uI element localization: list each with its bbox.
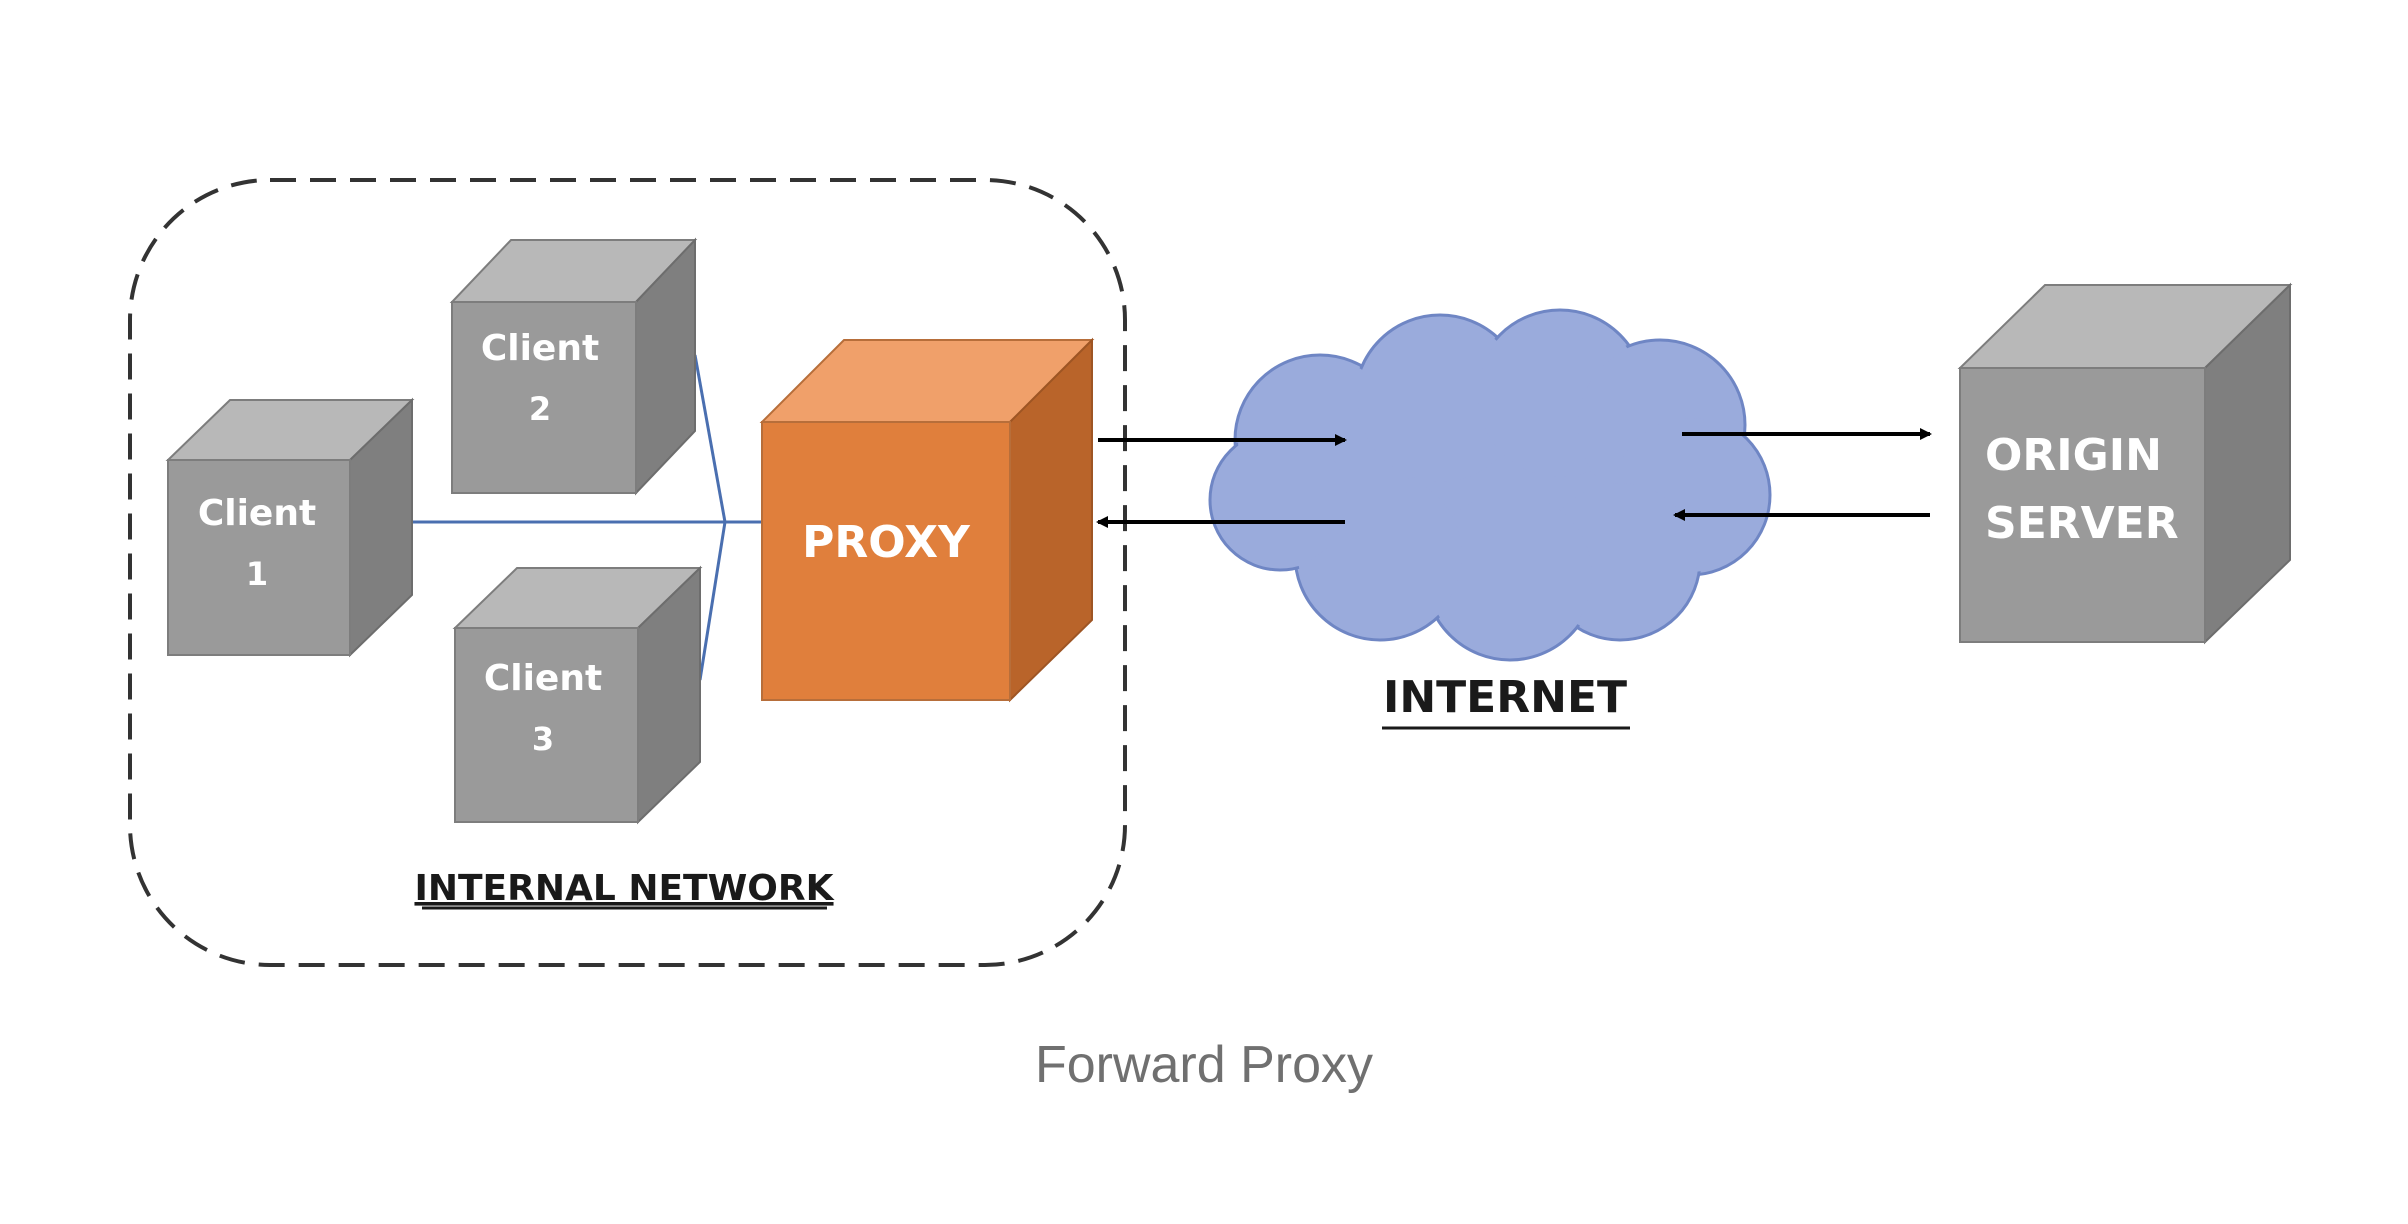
figure-caption: Forward Proxy bbox=[1035, 1036, 1373, 1094]
proxy-label: PROXY bbox=[802, 517, 971, 568]
client-2-box: Client 2 bbox=[449, 237, 698, 496]
client-2-label-line2: 2 bbox=[529, 390, 551, 428]
origin-server-label-line2: SERVER bbox=[1985, 498, 2179, 549]
client-1-label-line2: 1 bbox=[246, 555, 268, 593]
proxy-internet-arrows bbox=[1096, 434, 1347, 528]
client-1-box: Client 1 bbox=[165, 397, 415, 658]
client-2-label-line1: Client bbox=[481, 328, 599, 369]
internal-network-boundary bbox=[128, 178, 1127, 967]
proxy-box: PROXY bbox=[759, 337, 1095, 703]
client-1-label-line1: Client bbox=[198, 493, 316, 534]
client-proxy-connectors bbox=[412, 354, 762, 681]
client-3-box: Client 3 bbox=[452, 565, 703, 825]
connector-client-3 bbox=[698, 521, 727, 681]
origin-server-label-line1: ORIGIN bbox=[1985, 430, 2162, 481]
internal-network-label: INTERNAL NETWORK bbox=[414, 868, 834, 909]
client-3-label-line2: 3 bbox=[532, 720, 554, 758]
connector-client-2 bbox=[693, 354, 727, 523]
client-3-label-line1: Client bbox=[484, 658, 602, 699]
origin-server-box: ORIGIN SERVER bbox=[1957, 282, 2293, 645]
internet-origin-arrows bbox=[1673, 428, 1932, 521]
internet-label: INTERNET bbox=[1383, 672, 1627, 723]
internet-cloud-fill bbox=[1213, 313, 1767, 657]
